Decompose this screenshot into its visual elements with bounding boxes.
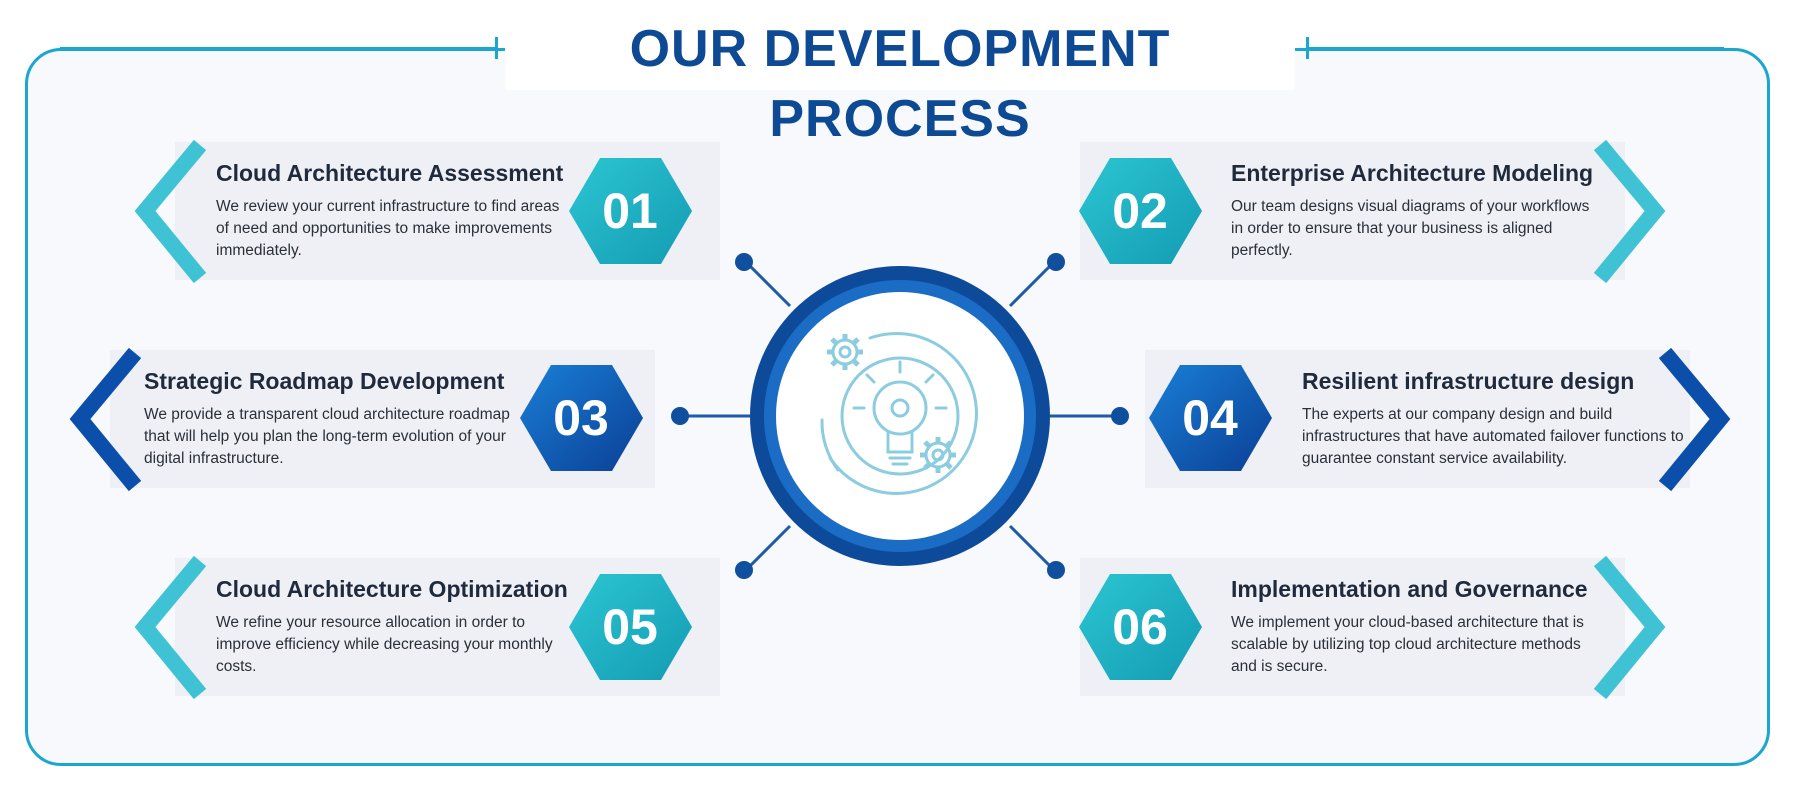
connector-dot xyxy=(671,407,689,425)
step-number-01: 01 xyxy=(602,183,658,239)
title-rule-right xyxy=(1306,47,1724,50)
title-rule-right-tick xyxy=(1306,37,1309,59)
step-title-05: Cloud Architecture Optimization xyxy=(216,576,568,602)
connector-dot xyxy=(1047,253,1065,271)
connector-line xyxy=(1008,524,1056,572)
connector-dot xyxy=(735,253,753,271)
step-desc-04: The experts at our company design and bu… xyxy=(1302,406,1684,467)
lightbulb-gears-icon xyxy=(820,332,978,495)
page-title: OUR DEVELOPMENT PROCESS xyxy=(629,20,1171,148)
step-number-03: 03 xyxy=(553,390,609,446)
title-rule-left xyxy=(60,47,495,50)
connector-dot xyxy=(1047,561,1065,579)
step-desc-06: We implement your cloud-based architectu… xyxy=(1231,614,1584,675)
hexagon-badge-02 xyxy=(1079,158,1202,264)
chevron-right-icon xyxy=(1593,139,1666,284)
chevron-right-icon xyxy=(1593,555,1666,700)
step-title-04: Resilient infrastructure design xyxy=(1302,368,1635,394)
chevron-left-icon xyxy=(134,139,207,284)
hexagon-badge-06 xyxy=(1079,574,1202,680)
chevron-left-icon xyxy=(134,555,207,700)
step-title-02: Enterprise Architecture Modeling xyxy=(1231,160,1594,186)
connector-line xyxy=(1008,260,1056,308)
step-title-03: Strategic Roadmap Development xyxy=(144,368,505,394)
hexagon-badge-01 xyxy=(569,158,692,264)
step-desc-01: We review your current infrastructure to… xyxy=(216,198,560,259)
step-title-01: Cloud Architecture Assessment xyxy=(216,160,564,186)
step-desc-03: We provide a transparent cloud architect… xyxy=(144,406,510,467)
chevron-right-icon xyxy=(1658,347,1731,492)
step-number-02: 02 xyxy=(1112,183,1168,239)
step-desc-02: Our team designs visual diagrams of your… xyxy=(1231,198,1590,259)
title-rule-left-tick xyxy=(495,37,498,59)
chevron-left-icon xyxy=(69,347,142,492)
hexagon-badge-04 xyxy=(1149,365,1272,471)
connector-dot xyxy=(1111,407,1129,425)
step-number-06: 06 xyxy=(1112,599,1168,655)
connector-dot xyxy=(735,561,753,579)
hexagon-badge-05 xyxy=(569,574,692,680)
title-background xyxy=(505,0,1295,90)
gear-teeth-icon xyxy=(827,334,956,473)
connector-line xyxy=(744,260,792,308)
hexagon-badge-03 xyxy=(520,365,643,471)
step-number-05: 05 xyxy=(602,599,658,655)
step-number-04: 04 xyxy=(1182,390,1238,446)
step-title-06: Implementation and Governance xyxy=(1231,576,1588,602)
connector-line xyxy=(744,524,792,572)
step-desc-05: We refine your resource allocation in or… xyxy=(216,614,553,675)
